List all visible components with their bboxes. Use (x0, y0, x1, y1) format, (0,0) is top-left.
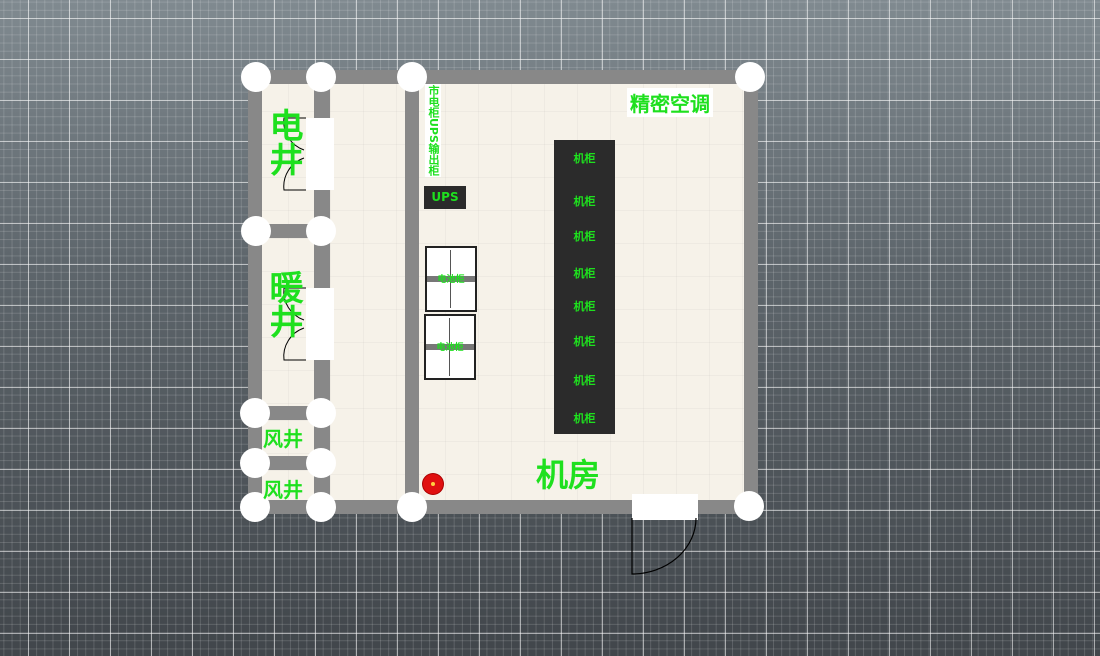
floor-heat-shaft[interactable] (255, 238, 315, 406)
rack-label[interactable]: 机柜 (573, 195, 596, 208)
wall-node[interactable] (397, 492, 427, 522)
rack-label[interactable]: 机柜 (573, 335, 596, 348)
wall-node[interactable] (397, 62, 427, 92)
floor-elec-shaft[interactable] (255, 78, 315, 230)
label-air-shaft-1: 风井 (263, 427, 303, 451)
wall-node[interactable] (306, 216, 336, 246)
door-swing-icon (631, 518, 697, 575)
wall-node[interactable] (240, 448, 270, 478)
label-heat-shaft: 暖井 (263, 270, 303, 338)
wall-top[interactable] (248, 70, 758, 84)
wall-main-left[interactable] (405, 70, 419, 514)
rack-label[interactable]: 机柜 (573, 300, 596, 313)
rack-row[interactable]: 机柜 机柜 机柜 机柜 机柜 机柜 机柜 机柜 (554, 140, 615, 434)
floor-air-shaft-1[interactable] (255, 420, 315, 456)
door-swing-icon (283, 117, 306, 191)
wall-node[interactable] (735, 62, 765, 92)
wall-node[interactable] (306, 62, 336, 92)
panel-cabinet[interactable]: 市电柜UPS输出柜 (425, 84, 441, 177)
door-heat-shaft[interactable] (306, 288, 334, 360)
rack-label[interactable]: 机柜 (573, 230, 596, 243)
wall-node[interactable] (240, 492, 270, 522)
rack-label[interactable]: 机柜 (573, 412, 596, 425)
door-swing-icon (283, 287, 306, 361)
wall-node[interactable] (306, 448, 336, 478)
door-elec-shaft[interactable] (306, 118, 334, 190)
rack-label[interactable]: 机柜 (573, 152, 596, 165)
wall-node[interactable] (241, 62, 271, 92)
rack-label[interactable]: 机柜 (573, 374, 596, 387)
battery-label: 电池柜 (437, 275, 465, 285)
wall-node[interactable] (306, 492, 336, 522)
rack-label[interactable]: 机柜 (573, 267, 596, 280)
ups-cabinet[interactable]: UPS (424, 186, 466, 209)
wall-right[interactable] (744, 70, 758, 514)
door-main[interactable] (632, 494, 698, 520)
wall-node[interactable] (241, 216, 271, 246)
floor-air-shaft-2[interactable] (255, 470, 315, 504)
wall-node[interactable] (734, 491, 764, 521)
battery-label: 电池柜 (436, 343, 464, 353)
label-ac: 精密空调 (627, 88, 713, 117)
wall-node[interactable] (306, 398, 336, 428)
battery-cabinet-2[interactable]: 电池柜 (424, 314, 476, 380)
fire-alarm-icon[interactable] (423, 474, 443, 494)
wall-bottom[interactable] (248, 500, 758, 514)
wall-node[interactable] (240, 398, 270, 428)
battery-cabinet-1[interactable]: 电池柜 (425, 246, 477, 312)
label-air-shaft-2: 风井 (263, 478, 303, 502)
floor-corridor[interactable] (330, 78, 412, 508)
label-main-room: 机房 (536, 456, 601, 494)
label-elec-shaft: 电井 (263, 108, 303, 176)
